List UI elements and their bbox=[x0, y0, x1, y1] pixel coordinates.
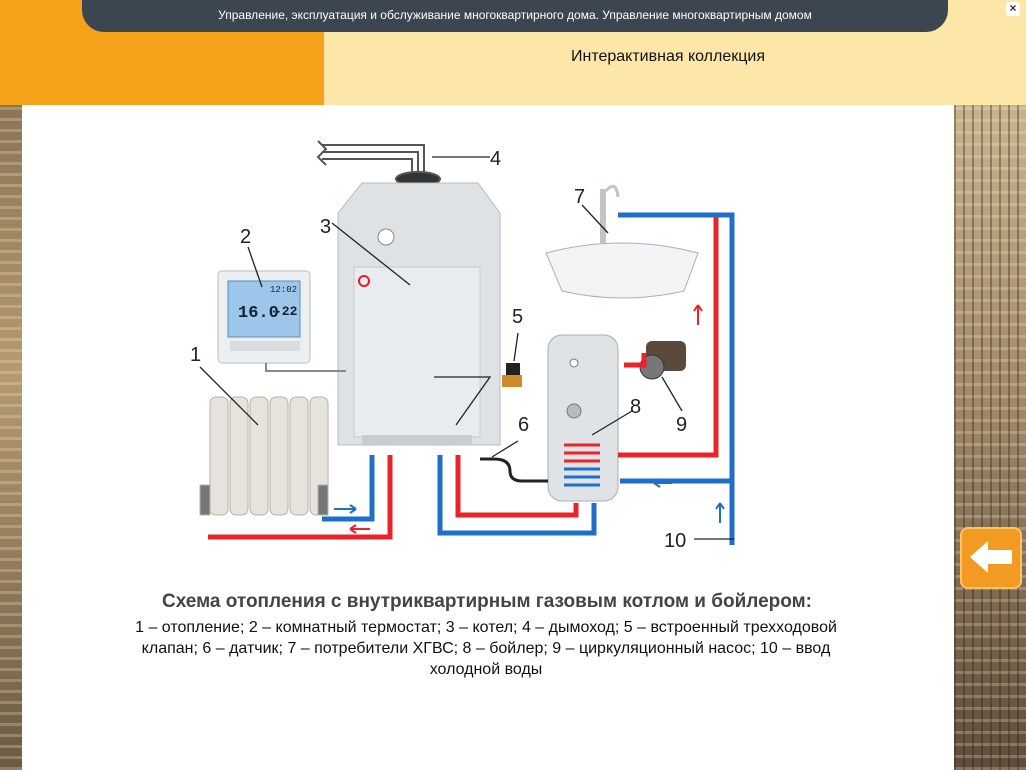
close-button[interactable]: × bbox=[1006, 2, 1020, 16]
three-way-valve bbox=[502, 363, 522, 387]
flow-arrows bbox=[334, 304, 725, 534]
boiler bbox=[337, 182, 501, 446]
label-6: 6 bbox=[518, 414, 529, 436]
circulation-pump bbox=[639, 341, 686, 380]
caption-line: клапан; 6 – датчик; 7 – потребители ХГВС… bbox=[141, 640, 831, 657]
background-right bbox=[954, 105, 1026, 770]
label-10: 10 bbox=[664, 530, 686, 552]
background-left bbox=[0, 105, 22, 770]
label-3: 3 bbox=[320, 216, 331, 238]
bathtub bbox=[545, 184, 699, 299]
caption-line: холодной воды bbox=[429, 661, 543, 678]
course-title: Управление, эксплуатация и обслуживание … bbox=[82, 0, 948, 32]
label-8: 8 bbox=[630, 396, 641, 418]
label-4: 4 bbox=[490, 148, 501, 170]
arrow-left-icon bbox=[970, 541, 1012, 573]
label-7: 7 bbox=[574, 186, 585, 208]
thermostat-temp: 16.0 bbox=[238, 304, 279, 323]
caption-body: 1 – отопление; 2 – комнатный термостат; … bbox=[46, 617, 926, 680]
leader-lines bbox=[199, 156, 734, 540]
radiator bbox=[199, 396, 329, 516]
thermostat-setpoint: -22 bbox=[274, 304, 298, 319]
water-heater bbox=[547, 334, 619, 502]
cold-water-pipes bbox=[322, 212, 735, 545]
chimney bbox=[316, 140, 441, 187]
room-thermostat: 16.0 -22 12:02 bbox=[217, 270, 346, 372]
label-2: 2 bbox=[240, 226, 251, 248]
header: Управление, эксплуатация и обслуживание … bbox=[0, 0, 1026, 105]
label-5: 5 bbox=[512, 306, 523, 328]
section-title: Интерактивная коллекция bbox=[570, 48, 766, 65]
caption-title: Схема отопления с внутриквартирным газов… bbox=[161, 591, 813, 612]
label-1: 1 bbox=[190, 344, 201, 366]
heating-diagram: 16.0 -22 12:02 bbox=[190, 140, 735, 552]
thermostat-time: 12:02 bbox=[270, 285, 297, 295]
temperature-sensor bbox=[480, 457, 548, 483]
caption-line: 1 – отопление; 2 – комнатный термостат; … bbox=[135, 619, 837, 636]
back-button[interactable] bbox=[960, 527, 1022, 589]
label-9: 9 bbox=[676, 414, 687, 436]
content-panel: 16.0 -22 12:02 bbox=[22, 105, 954, 770]
